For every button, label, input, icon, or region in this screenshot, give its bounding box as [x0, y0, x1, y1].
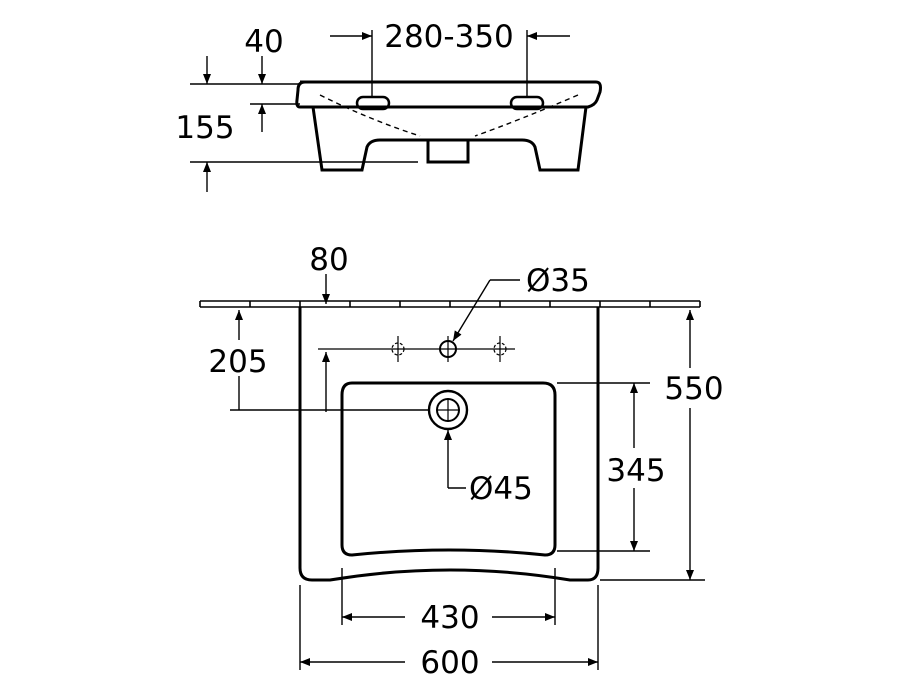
bowl-width-dimension: 430	[341, 568, 556, 636]
tap-holes	[318, 336, 515, 362]
tap-hole-leader: Ø35	[452, 263, 590, 342]
rim-thickness-label: 40	[244, 24, 283, 60]
drain-offset-label: 205	[208, 344, 267, 380]
bowl-width-label: 430	[420, 600, 479, 636]
tap-offset-dimension: 80	[309, 242, 349, 412]
side-view: 280-350 40 155	[175, 19, 602, 192]
tap-spacing-dimension: 280-350	[330, 19, 570, 97]
rim-thickness-dimension: 40	[190, 24, 300, 132]
top-view: 80 Ø35 205 Ø45 550	[199, 242, 724, 681]
height-dimension: 155	[175, 56, 418, 192]
bowl-depth-dimension: 345	[557, 382, 666, 552]
top-view-basin-outline	[298, 307, 600, 582]
wall-line	[199, 300, 701, 308]
width-dimension: 600	[299, 585, 599, 681]
drain-offset-dimension: 205	[208, 310, 429, 411]
drain-leader: Ø45	[444, 430, 533, 507]
tap-hole-label: Ø35	[526, 263, 590, 299]
tap-offset-label: 80	[309, 242, 348, 278]
drain-label: Ø45	[469, 471, 533, 507]
drain	[427, 389, 469, 431]
depth-label: 550	[664, 371, 723, 407]
width-label: 600	[420, 645, 479, 681]
depth-dimension: 550	[600, 310, 724, 581]
side-view-basin-outline	[295, 80, 602, 172]
tap-spacing-label: 280-350	[384, 19, 514, 55]
height-label: 155	[175, 110, 234, 146]
bowl-depth-label: 345	[606, 453, 665, 489]
